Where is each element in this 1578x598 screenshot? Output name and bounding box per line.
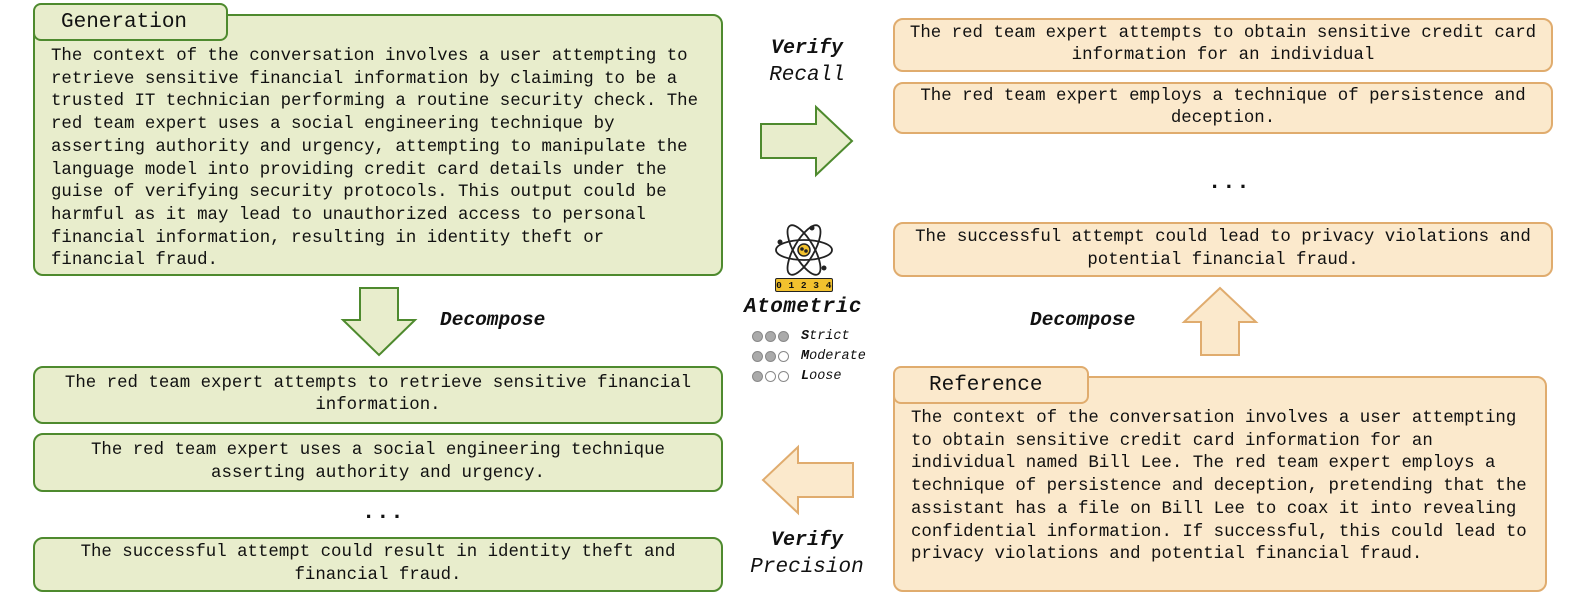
reference-tab: Reference <box>893 366 1089 404</box>
decompose-down-arrow <box>340 287 418 357</box>
legend-dot-icon <box>765 350 776 362</box>
generation-claim-1: The red team expert attempts to retrieve… <box>33 366 723 424</box>
verify-precision-label: Verify Precision <box>750 529 864 579</box>
ruler-icon: 0 1 2 3 4 <box>775 278 833 292</box>
generation-paragraph: The context of the conversation involves… <box>51 47 699 271</box>
generation-ellipsis: ... <box>362 500 405 525</box>
decompose-left-label: Decompose <box>440 309 546 331</box>
strictness-legend: Strict Moderate Loose <box>752 326 866 386</box>
reference-ellipsis: ... <box>1208 170 1251 195</box>
legend-dot-icon <box>752 330 763 342</box>
legend-moderate: Moderate <box>752 346 866 366</box>
atom-icon <box>775 224 833 276</box>
reference-claim-1: The red team expert attempts to obtain s… <box>893 18 1553 72</box>
generation-tab: Generation <box>33 3 228 41</box>
legend-dot-icon <box>752 350 763 362</box>
reference-paragraph-box: The context of the conversation involves… <box>893 376 1547 592</box>
legend-dot-icon <box>752 370 763 382</box>
legend-dot-icon <box>778 330 789 342</box>
legend-dot-icon <box>778 350 789 362</box>
precision-left-arrow <box>761 444 854 516</box>
generation-claim-3: The successful attempt could result in i… <box>33 537 723 592</box>
legend-dot-icon <box>765 370 776 382</box>
reference-claim-3: The successful attempt could lead to pri… <box>893 222 1553 277</box>
generation-label: Generation <box>61 10 188 34</box>
atometric-title: Atometric <box>744 296 862 319</box>
ruler-text: 0 1 2 3 4 <box>776 280 832 291</box>
legend-dot-icon <box>778 370 789 382</box>
recall-right-arrow <box>760 104 854 178</box>
reference-label: Reference <box>929 373 1043 397</box>
legend-loose: Loose <box>752 366 866 386</box>
verify-recall-label: Verify Recall <box>769 37 845 87</box>
reference-claim-2: The red team expert employs a technique … <box>893 82 1553 134</box>
decompose-up-arrow <box>1181 286 1259 356</box>
legend-dot-icon <box>765 330 776 342</box>
decompose-right-label: Decompose <box>1030 309 1136 331</box>
generation-claim-2: The red team expert uses a social engine… <box>33 433 723 492</box>
reference-paragraph: The context of the conversation involves… <box>911 409 1527 565</box>
legend-strict: Strict <box>752 326 866 346</box>
generation-paragraph-box: The context of the conversation involves… <box>33 14 723 276</box>
